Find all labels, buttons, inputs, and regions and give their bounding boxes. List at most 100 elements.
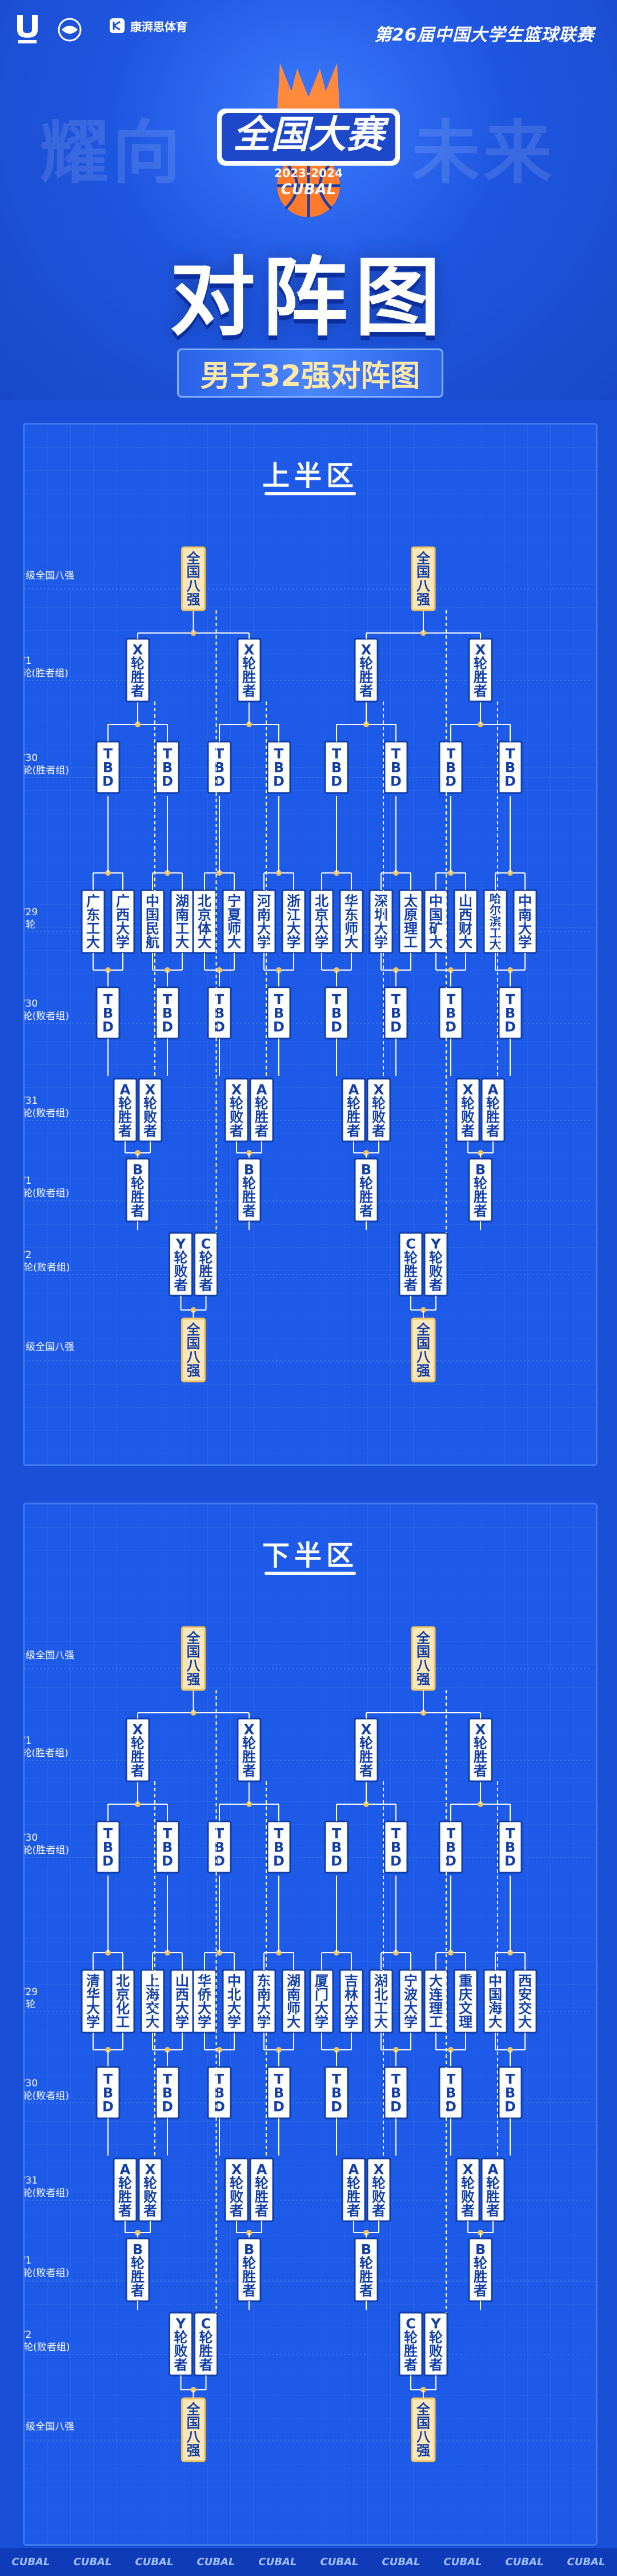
b-round-char: A — [488, 1082, 499, 1098]
d-round-char: Y — [430, 2316, 441, 2332]
tbd-char: T — [506, 746, 515, 762]
advance-box — [181, 546, 206, 611]
team-char: 海 — [146, 1987, 159, 2003]
round-label: 晋级全国八强 — [25, 570, 74, 582]
team-char: 北 — [116, 1973, 130, 1989]
b-round-char: A — [120, 2162, 131, 2178]
team-char: 大 — [86, 935, 100, 951]
b-winner-char: B — [475, 2242, 486, 2258]
b-round-char: A — [348, 2162, 359, 2178]
footer-brand: CUBAL — [443, 2556, 482, 2568]
advance-char: 强 — [187, 2443, 201, 2459]
tbd-char: T — [446, 992, 456, 1008]
x-winner-char: 胜 — [131, 670, 145, 686]
x-winner-char: X — [244, 1722, 255, 1738]
b-round-char: 胜 — [486, 2189, 500, 2205]
b-round-char: 轮 — [118, 2176, 132, 2192]
d-round-char: 胜 — [199, 1264, 213, 1280]
d-round-char: 者 — [199, 1277, 213, 1293]
team-char: 山 — [175, 1973, 189, 1989]
advance-char: 国 — [416, 564, 430, 580]
team-char: 宁 — [404, 1973, 418, 1989]
advance-box — [181, 2397, 206, 2462]
team-char: 学 — [315, 935, 328, 951]
team-char: 大 — [404, 2001, 418, 2017]
d-round-char: 轮 — [174, 2330, 188, 2346]
half-title-lower: 下半区 — [262, 1540, 358, 1572]
round-label: 5/31 — [25, 1095, 38, 1107]
b-round-char: A — [257, 2162, 267, 2178]
tbd-char: D — [273, 774, 285, 790]
b-round-char: 者 — [347, 2203, 360, 2219]
advance-char: 强 — [416, 1672, 430, 1688]
b-winner-char: B — [133, 2242, 143, 2258]
tbd-char: D — [273, 1853, 285, 1869]
round-label: B轮(败者组) — [25, 1108, 69, 1119]
tbd-char: D — [214, 1019, 225, 1035]
b-round-char: X — [374, 2162, 384, 2178]
team-char: 南 — [257, 907, 271, 923]
team-char: 西 — [116, 907, 130, 923]
x-winner-char: 者 — [359, 1763, 373, 1779]
team-char: 学 — [175, 2014, 189, 2030]
tbd-char: B — [162, 760, 173, 776]
x-winner-char: 轮 — [131, 1736, 145, 1752]
round-label: 首轮 — [25, 1999, 35, 2010]
team-char: 大 — [315, 2001, 328, 2017]
team-char: 波 — [404, 1987, 418, 2003]
tbd-char: D — [214, 774, 225, 790]
team-char: 北 — [198, 894, 211, 910]
b-winner-char: 胜 — [131, 2269, 145, 2285]
b-winner-char: B — [244, 1162, 254, 1178]
b-round-char: 者 — [255, 2203, 269, 2219]
advance-char: 全 — [416, 551, 431, 567]
round-label: 首轮 — [25, 919, 35, 931]
round-label: 6/2 — [25, 2329, 31, 2341]
tbd-char: T — [215, 992, 225, 1008]
x-winner-char: 者 — [131, 683, 145, 699]
team-char: 南 — [257, 1987, 271, 2003]
d-round-char: 轮 — [404, 2330, 418, 2346]
round-label: 6/1 — [25, 1175, 31, 1187]
b-winner-char: 者 — [359, 2283, 373, 2299]
team-char: 清 — [86, 1973, 100, 1989]
team-char: 学 — [198, 2014, 211, 2030]
team-char: 林 — [344, 1987, 358, 2003]
tbd-char: T — [274, 746, 284, 762]
round-label: 6/1 — [25, 2255, 31, 2266]
round-label: 5/30 — [25, 2078, 38, 2089]
d-round-char: Y — [430, 1236, 441, 1252]
b-round-char: 轮 — [255, 2176, 269, 2192]
d-round-char: 胜 — [199, 2343, 213, 2359]
team-char: 大 — [518, 921, 532, 937]
round-label: 晋级全国八强 — [25, 1650, 74, 1661]
round-label: A轮(败者组) — [25, 2090, 69, 2102]
association-logo-icon — [58, 18, 82, 42]
x-winner-char: X — [361, 1722, 372, 1738]
b-round-char: 轮 — [143, 2176, 157, 2192]
advance-box — [411, 1317, 436, 1383]
b-round-char: 轮 — [486, 1096, 500, 1112]
b-round-char: 轮 — [372, 2176, 386, 2192]
x-winner-char: 轮 — [242, 656, 256, 672]
team-char: 学 — [344, 2014, 358, 2030]
tbd-char: B — [274, 2085, 284, 2101]
tbd-char: T — [215, 1826, 225, 1842]
top-bar: 康湃思体育 第26届中国大学生篮球联赛 — [0, 0, 617, 57]
advance-char: 强 — [187, 1672, 201, 1688]
team-char: 师 — [344, 921, 358, 937]
emblem-brand: CUBAL — [281, 181, 336, 198]
advance-char: 八 — [187, 2429, 201, 2445]
sponsor-mark-icon — [110, 18, 125, 33]
tbd-char: B — [391, 1005, 401, 1021]
tbd-char: D — [331, 1019, 342, 1035]
x-winner-char: 胜 — [474, 1749, 487, 1765]
advance-char: 八 — [187, 578, 201, 594]
team-char: 西 — [518, 1973, 532, 1989]
team-char: 大 — [490, 938, 501, 951]
b-round-char: 败 — [230, 1109, 243, 1125]
advance-char: 国 — [187, 2415, 201, 2431]
x-winner-char: 胜 — [474, 670, 487, 686]
d-round-char: 者 — [199, 2357, 213, 2373]
tbd-char: B — [446, 1840, 456, 1856]
